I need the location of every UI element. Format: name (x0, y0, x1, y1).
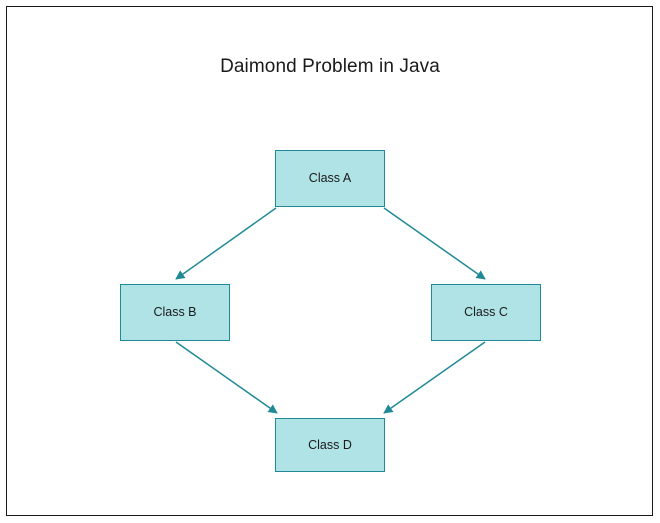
page-title: Daimond Problem in Java (220, 56, 440, 77)
node-label: Class C (464, 305, 508, 320)
node-class-c[interactable]: Class C (431, 284, 541, 341)
node-class-d[interactable]: Class D (275, 418, 385, 472)
node-label: Class A (308, 171, 352, 186)
edge-class-b-to-class-d (175, 341, 278, 414)
node-class-b[interactable]: Class B (120, 284, 230, 341)
node-label: Class D (308, 437, 352, 452)
edge-class-a-to-class-c (383, 207, 486, 280)
edge-class-c-to-class-d (383, 341, 486, 414)
node-class-a[interactable]: Class A (275, 150, 385, 207)
node-label: Class B (153, 305, 197, 320)
edge-class-a-to-class-b (175, 207, 277, 280)
